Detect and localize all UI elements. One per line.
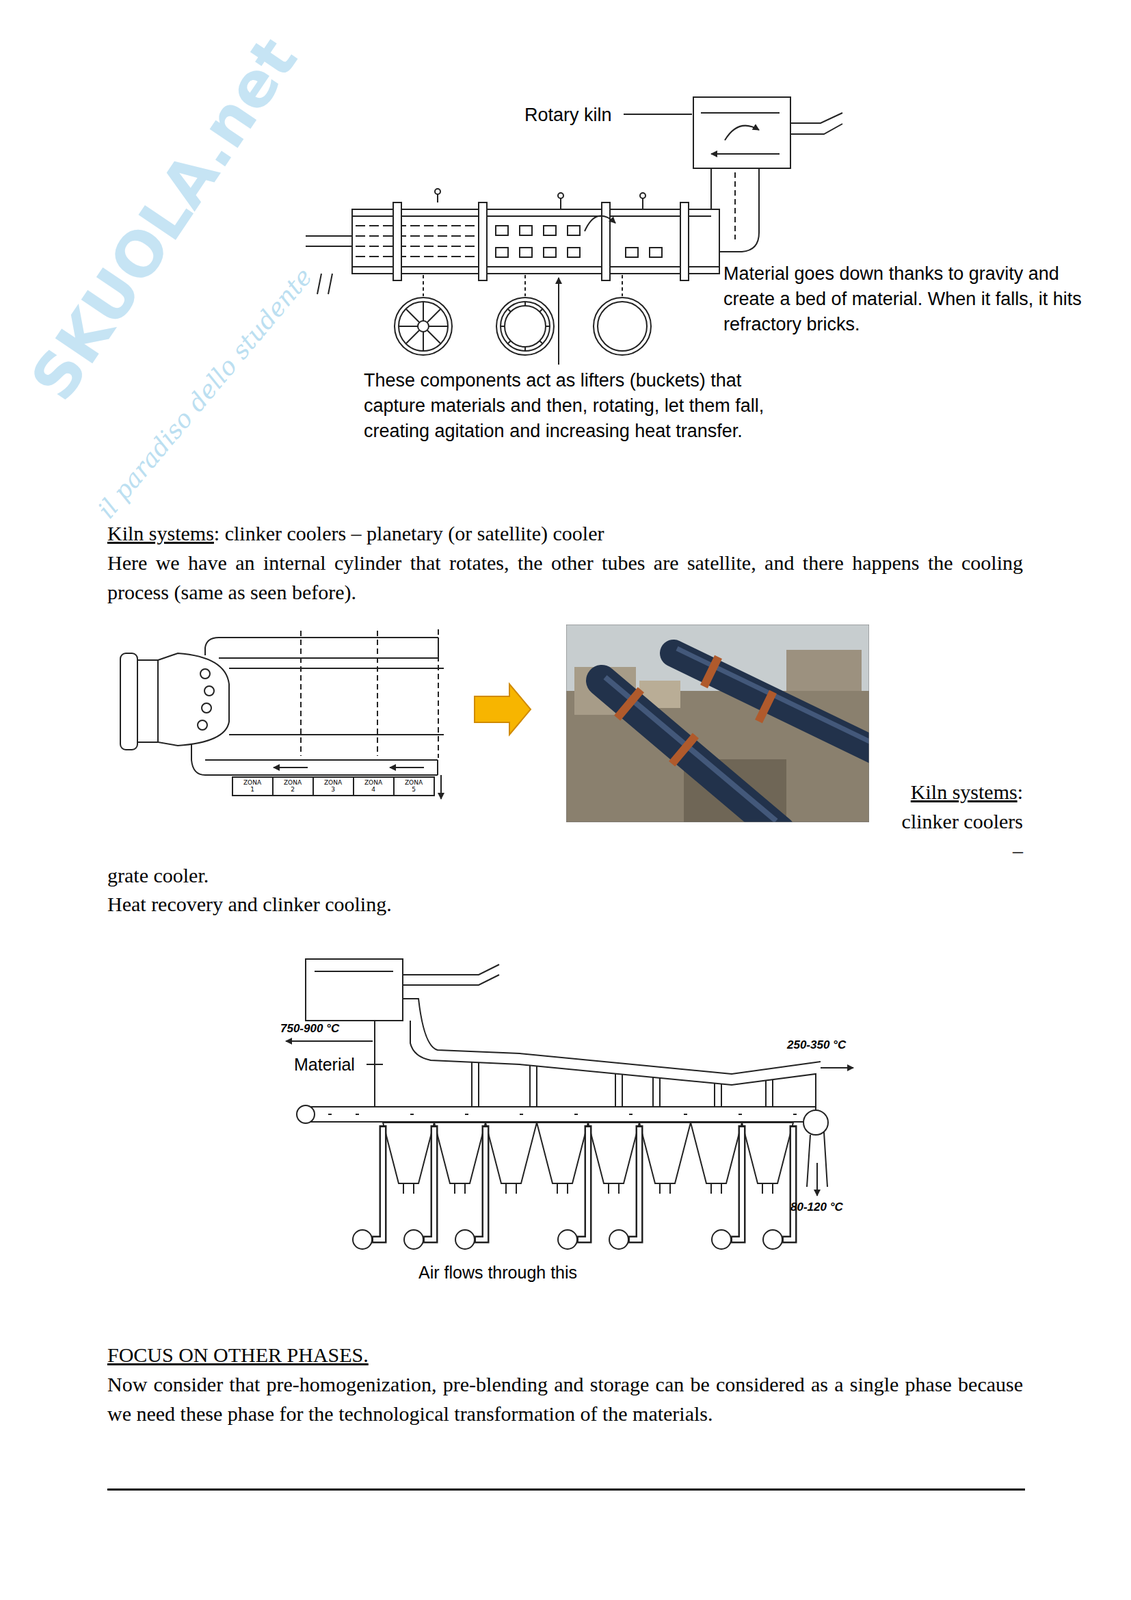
text: ZONA 3: [324, 778, 342, 793]
section-heading: Kiln systems: clinker coolers –: [888, 776, 1023, 866]
section-heading: Kiln systems: clinker coolers – planetar…: [107, 518, 1023, 548]
text: ZONA 1: [243, 778, 262, 793]
air-duct: [352, 1124, 794, 1249]
annotation: Material goes down thanks to gravity and…: [723, 261, 1107, 338]
text: SKUOLA.net: [17, 24, 312, 413]
text: Rotary kiln: [524, 104, 612, 126]
text: Air flows through this: [418, 1262, 578, 1282]
temperature-label: 750-900 °C: [280, 1021, 340, 1036]
text: grate cooler.: [107, 863, 209, 887]
text: ZONA 4: [364, 778, 383, 793]
text: Material: [294, 1054, 355, 1074]
arrow-symbol: [474, 683, 531, 735]
text: 750-900 °C: [280, 1021, 340, 1035]
planetary-cooler-drawing: [120, 629, 444, 799]
zone-label: ZONA 4: [363, 778, 384, 793]
text: : clinker coolers – planetary (or satell…: [214, 521, 605, 545]
text: ZONA 2: [283, 778, 302, 793]
cooler-photo: [566, 624, 870, 822]
part-label: Rotary kiln: [524, 102, 612, 128]
zone-label: ZONA 1: [242, 778, 263, 793]
temperature-label: 250-350 °C: [787, 1038, 846, 1052]
text: Heat recovery and clinker cooling.: [107, 892, 392, 915]
text: FOCUS ON OTHER PHASES.: [107, 1342, 369, 1366]
paragraph: Now consider that pre-homogenization, pr…: [107, 1368, 1023, 1428]
text: 80-120 °C: [790, 1200, 844, 1214]
part-label: Material: [294, 1053, 355, 1075]
paragraph: Here we have an internal cylinder that r…: [107, 547, 1023, 607]
section-heading: grate cooler.: [107, 860, 792, 890]
section-heading: FOCUS ON OTHER PHASES.: [107, 1339, 1023, 1369]
paragraph: Heat recovery and clinker cooling.: [107, 888, 1023, 919]
text: Kiln systems: [910, 780, 1018, 803]
zone-label: ZONA 3: [322, 778, 344, 793]
text: Here we have an internal cylinder that r…: [107, 551, 1023, 604]
temperature-label: 80-120 °C: [790, 1200, 844, 1214]
caption-note: Air flows through this: [418, 1261, 578, 1283]
text: Now consider that pre-homogenization, pr…: [107, 1372, 1023, 1425]
page-rule: [107, 1487, 1026, 1490]
text: ZONA 5: [404, 778, 423, 793]
grate-cooler-drawing: [285, 958, 854, 1196]
text: These components act as lifters (buckets…: [363, 369, 764, 442]
zone-label: ZONA 5: [403, 778, 424, 793]
text: Material goes down thanks to gravity and…: [723, 263, 1082, 335]
text: 250-350 °C: [787, 1038, 846, 1051]
zone-label: ZONA 2: [282, 778, 303, 793]
text: Kiln systems: [107, 521, 215, 545]
annotation: These components act as lifters (buckets…: [363, 367, 788, 444]
watermark: SKUOLA.net: [18, 25, 310, 413]
